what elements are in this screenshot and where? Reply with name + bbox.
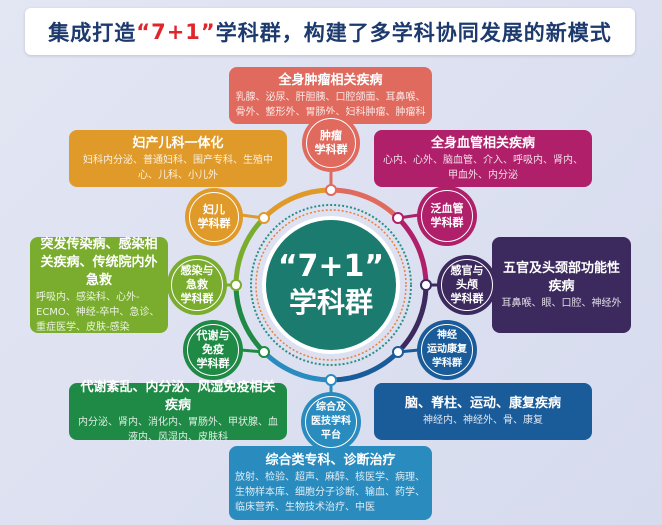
circle-label: 肿瘤 学科群 — [306, 118, 356, 168]
circle-label: 感染与 急救 学科群 — [171, 259, 223, 311]
group-detail: 放射、检验、超声、麻醉、核医学、病理、生物样本库、细胞分子诊断、输血、药学、临床… — [235, 471, 425, 513]
group-heading: 脑、脊柱、运动、康复疾病 — [404, 396, 561, 411]
group-circle-metabolic: 代谢与 免疫 学科群 — [183, 320, 243, 380]
group-heading: 五官及头颈部功能性疾病 — [502, 260, 620, 294]
group-circle-general: 综合及 医技学科 平台 — [301, 392, 361, 452]
group-box-senses: 五官及头颈部功能性疾病 耳鼻喉、眼、口腔、神经外 — [492, 237, 631, 333]
outer-ring — [233, 187, 429, 383]
circle-label: 泛血管 学科群 — [421, 190, 473, 242]
group-circle-senses: 感官与 头颅 学科群 — [437, 255, 497, 315]
group-circle-infection: 感染与 急救 学科群 — [167, 255, 227, 315]
circle-label: 神经 运动康复 学科群 — [421, 324, 473, 376]
circle-label: 感官与 头颅 学科群 — [441, 259, 493, 311]
title-text-rest: 学科群，构建了多学科协同发展的新模式 — [215, 20, 612, 45]
dotted-ring — [250, 204, 412, 366]
group-box-vascular: 全身血管相关疾病 心内、心外、脑血管、介入、呼吸内、肾内、甲血外、内分泌 — [374, 130, 592, 187]
center-hub: “7+1” 学科群 — [266, 220, 396, 350]
circle-label: 妇儿 学科群 — [189, 192, 239, 242]
group-circle-vascular: 泛血管 学科群 — [417, 186, 477, 246]
group-detail: 乳腺、泌尿、肝胆胰、口腔颌面、耳鼻喉、骨外、整形外、胃肠外、妇科肿瘤、肿瘤科 — [235, 91, 426, 118]
title-text: 集成打造 — [48, 20, 137, 45]
group-box-tumor: 全身肿瘤相关疾病 乳腺、泌尿、肝胆胰、口腔颌面、耳鼻喉、骨外、整形外、胃肠外、妇… — [229, 67, 432, 124]
group-circle-tumor: 肿瘤 学科群 — [302, 114, 360, 172]
group-detail: 妇科内分泌、普通妇科、围产专科、生殖中心、儿科、小儿外 — [83, 154, 273, 181]
group-heading: 突发传染病、感染相关疾病、传统院内外急救 — [40, 236, 158, 288]
circle-label: 综合及 医技学科 平台 — [305, 396, 357, 448]
circle-label: 代谢与 免疫 学科群 — [187, 324, 239, 376]
group-box-neuro: 脑、脊柱、运动、康复疾病 神经内、神经外、骨、康复 — [374, 383, 592, 440]
group-heading: 代谢紊乱、内分泌、风湿免疫相关疾病 — [80, 379, 276, 413]
dotted-ring-orange — [255, 209, 407, 361]
group-detail: 耳鼻喉、眼、口腔、神经外 — [501, 297, 622, 309]
title-highlight: “7+1” — [136, 19, 216, 44]
group-detail: 神经内、神经外、骨、康复 — [423, 415, 543, 426]
group-detail: 内分泌、肾内、消化内、胃肠外、甲状腺、血液内、风湿内、皮肤科 — [78, 416, 278, 443]
group-circle-neuro: 神经 运动康复 学科群 — [417, 320, 477, 380]
group-heading: 综合类专科、诊断治疗 — [265, 452, 396, 468]
group-heading: 全身肿瘤相关疾病 — [278, 72, 383, 88]
group-box-women-children: 妇产儿科一体化 妇科内分泌、普通妇科、围产专科、生殖中心、儿科、小儿外 — [69, 130, 287, 187]
group-heading: 妇产儿科一体化 — [132, 135, 224, 151]
group-heading: 全身血管相关疾病 — [430, 135, 535, 151]
center-title: “7+1” — [277, 249, 385, 284]
group-box-general: 综合类专科、诊断治疗 放射、检验、超声、麻醉、核医学、病理、生物样本库、细胞分子… — [229, 446, 432, 520]
group-box-metabolic: 代谢紊乱、内分泌、风湿免疫相关疾病 内分泌、肾内、消化内、胃肠外、甲状腺、血液内… — [69, 380, 287, 443]
group-detail: 呼吸内、感染科、心外-ECMO、神经-卒中、急诊、重症医学、皮肤-感染 — [36, 291, 160, 333]
group-circle-women-children: 妇儿 学科群 — [185, 188, 243, 246]
group-detail: 心内、心外、脑血管、介入、呼吸内、肾内、甲血外、内分泌 — [383, 154, 583, 181]
group-box-infection: 突发传染病、感染相关疾病、传统院内外急救 呼吸内、感染科、心外-ECMO、神经-… — [30, 237, 168, 333]
page-title: 集成打造“7+1”学科群，构建了多学科协同发展的新模式 — [25, 8, 635, 55]
center-subtitle: 学科群 — [288, 286, 373, 319]
